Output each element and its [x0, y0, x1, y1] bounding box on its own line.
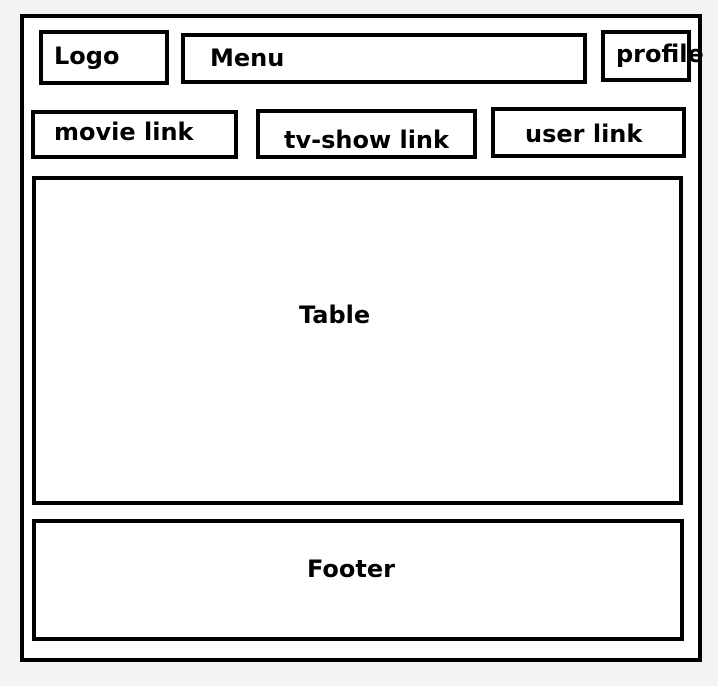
profile-box[interactable] [601, 30, 691, 82]
tv-show-link-box[interactable] [256, 109, 477, 159]
menu-box[interactable] [181, 33, 587, 84]
profile-label: profile [616, 40, 704, 68]
tv-show-link-label: tv-show link [284, 126, 449, 154]
movie-link-label: movie link [54, 118, 194, 146]
user-link-label: user link [525, 120, 643, 148]
movie-link-box[interactable] [31, 110, 238, 159]
footer-label: Footer [307, 555, 395, 583]
logo-label: Logo [54, 42, 120, 70]
menu-label: Menu [210, 44, 285, 72]
footer-box [32, 519, 684, 641]
logo-box[interactable] [39, 30, 169, 85]
table-label: Table [299, 301, 371, 329]
user-link-box[interactable] [491, 107, 686, 158]
table-box [32, 176, 683, 505]
